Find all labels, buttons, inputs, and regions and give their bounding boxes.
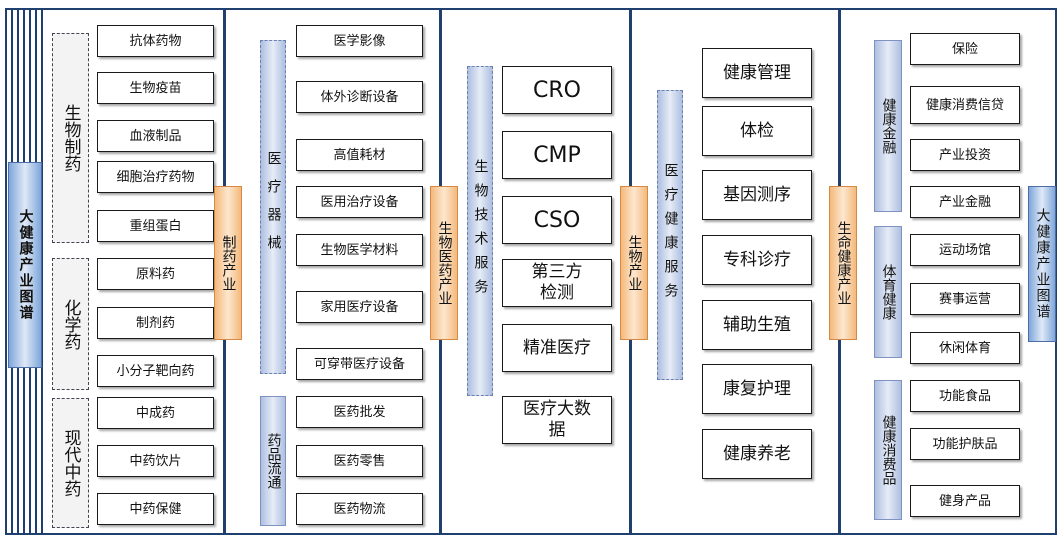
item-box: 重组蛋白 (97, 210, 214, 242)
item-box: 家用医疗设备 (296, 291, 423, 323)
item-box: 辅助生殖 (702, 300, 812, 350)
item-box: CSO (502, 196, 612, 244)
item-box: 精准医疗 (502, 324, 612, 372)
industry-label-text: 生命健康产业 (835, 221, 852, 305)
item-box: CRO (502, 66, 612, 114)
right-title-text: 大健康产业图谱 (1034, 208, 1051, 320)
left-title: 大健康产业图谱 (8, 162, 42, 368)
industry-label-text: 生物产业 (626, 235, 643, 291)
group-panel-bio-pharma (52, 33, 89, 243)
group-label-chemical: 化学药 (52, 258, 89, 390)
item-box: 血液制品 (97, 120, 214, 152)
item-box: 基因测序 (702, 170, 812, 220)
left-title-text: 大健康产业图谱 (17, 209, 34, 321)
group-label-health-finance: 健康金融 (874, 40, 902, 212)
item-box: 康复护理 (702, 364, 812, 414)
group-panel-chemical (52, 258, 89, 390)
industry-label-text: 制药产业 (220, 235, 237, 291)
item-box: 小分子靶向药 (97, 355, 214, 387)
item-box: 生物医学材料 (296, 234, 423, 266)
item-box: 产业金融 (910, 186, 1020, 218)
item-box: 医药零售 (296, 445, 423, 477)
item-box: 可穿带医疗设备 (296, 348, 423, 380)
group-label-text: 健康金融 (880, 98, 897, 154)
item-box: 生物疫苗 (97, 72, 214, 104)
group-label-text: 生物制药 (60, 104, 81, 172)
outer-frame (5, 8, 1057, 535)
item-box: 医药批发 (296, 396, 423, 428)
item-box: 产业投资 (910, 139, 1020, 171)
item-box: 健康养老 (702, 429, 812, 479)
item-box: 细胞治疗药物 (97, 161, 214, 193)
item-box: 功能食品 (910, 380, 1020, 412)
item-box: 第三方检测 (502, 259, 612, 307)
item-box: 赛事运营 (910, 283, 1020, 315)
group-label-text: 现代中药 (60, 429, 81, 497)
item-box: 医疗大数据 (502, 396, 612, 444)
group-label-devices: 医疗器械 (260, 40, 286, 374)
item-box: 健身产品 (910, 485, 1020, 517)
group-label-text: 医疗健康服务 (662, 163, 679, 307)
item-box: 运动场馆 (910, 234, 1020, 266)
group-label-bio-pharma: 生物制药 (52, 33, 89, 243)
group-label-sports-health: 体育健康 (874, 226, 902, 358)
group-label-health-services: 医疗健康服务 (657, 90, 683, 380)
item-box: 体外诊断设备 (296, 81, 423, 113)
item-box: 医用治疗设备 (296, 186, 423, 218)
industry-label-text: 生物医药产业 (436, 221, 453, 305)
item-box: 高值耗材 (296, 139, 423, 171)
group-label-distribution: 药品流通 (260, 396, 286, 526)
item-box: 健康管理 (702, 48, 812, 98)
item-box: 保险 (910, 33, 1020, 65)
group-label-text: 体育健康 (880, 264, 897, 320)
item-box: 中成药 (97, 397, 214, 429)
group-label-text: 健康消费品 (880, 415, 897, 485)
item-box: 中药保健 (97, 493, 214, 525)
group-label-health-consumer: 健康消费品 (874, 380, 902, 520)
group-label-text: 药品流通 (265, 433, 282, 489)
item-box: 原料药 (97, 258, 214, 290)
item-box: 医学影像 (296, 25, 423, 57)
item-box: 健康消费信贷 (910, 86, 1020, 124)
group-label-text: 医疗器械 (265, 151, 282, 263)
industry-label-life-health: 生命健康产业 (829, 186, 857, 340)
group-label-tcm: 现代中药 (52, 398, 89, 528)
item-box: 休闲体育 (910, 332, 1020, 364)
industry-label-bio: 生物产业 (620, 186, 648, 340)
item-box: 体检 (702, 106, 812, 156)
industry-label-biomed: 生物医药产业 (430, 186, 458, 340)
item-box: CMP (502, 131, 612, 179)
group-label-text: 化学药 (60, 298, 81, 350)
right-title: 大健康产业图谱 (1028, 186, 1056, 342)
item-box: 抗体药物 (97, 25, 214, 57)
item-box: 专科诊疗 (702, 235, 812, 285)
item-box: 中药饮片 (97, 445, 214, 477)
group-label-biotech-services: 生物技术服务 (467, 66, 493, 396)
item-box: 功能护肤品 (910, 428, 1020, 460)
group-label-text: 生物技术服务 (472, 159, 489, 303)
item-box: 制剂药 (97, 307, 214, 339)
industry-label-pharma: 制药产业 (214, 186, 242, 340)
group-panel-tcm (52, 398, 89, 528)
item-box: 医药物流 (296, 493, 423, 525)
